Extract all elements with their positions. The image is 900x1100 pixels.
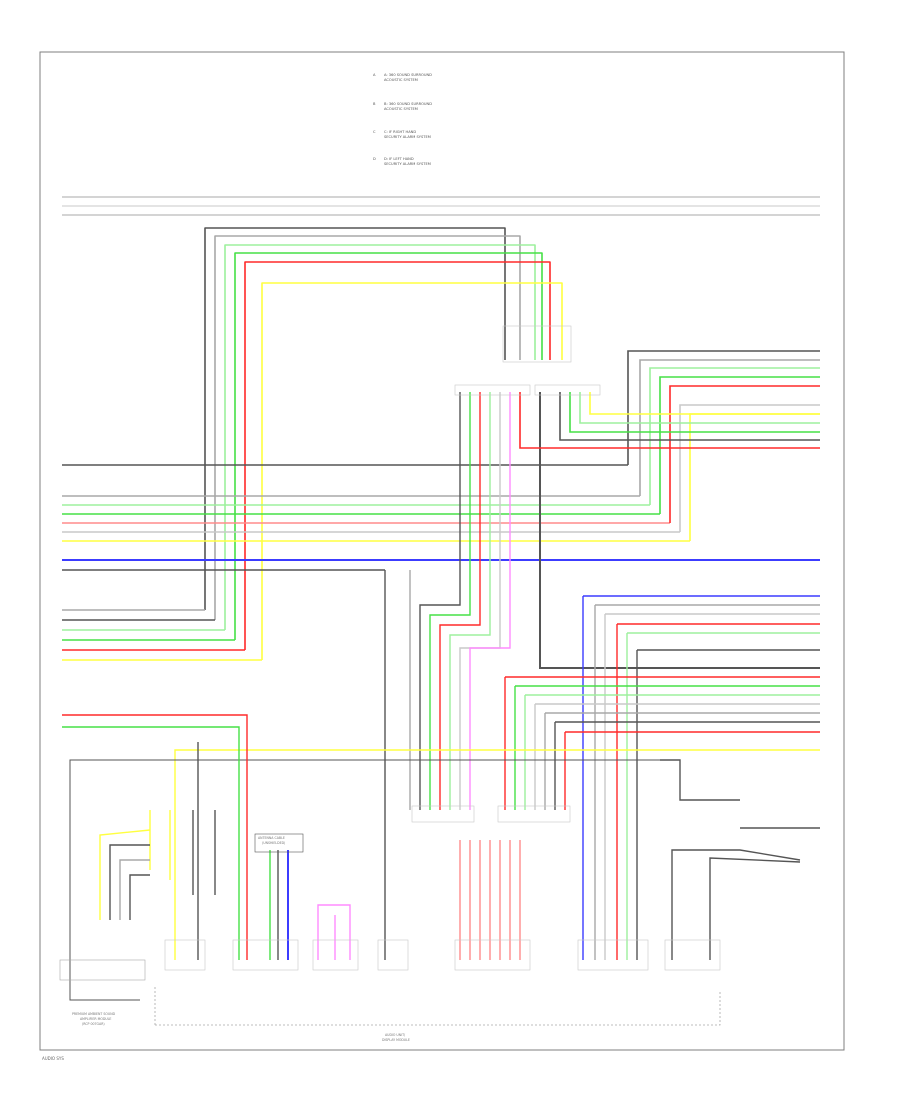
right-lower-connector-wires xyxy=(69,595,820,1001)
top-bus-wires xyxy=(62,196,820,216)
wire-yellow-1 xyxy=(261,282,563,660)
wire-red-1 xyxy=(244,261,551,650)
legend-a-line2: ACOUSTIC SYSTEM xyxy=(384,78,418,82)
legend-a-line1: A: 360 SOUND SURROUND xyxy=(384,73,432,77)
legend-block: A A: 360 SOUND SURROUND ACOUSTIC SYSTEM … xyxy=(373,73,432,166)
audio-unit-label: AUDIO UNIT/ xyxy=(385,1033,406,1037)
center-drop-wires xyxy=(409,392,511,810)
wire-green-2 xyxy=(234,252,543,640)
antenna-label-2: (UNSHIELDED) xyxy=(262,841,285,845)
antenna-label: ANTENNA CABLE xyxy=(258,836,285,840)
module-outline xyxy=(154,985,721,1026)
page-id-label: AUDIO SYS xyxy=(42,1056,64,1061)
diagram-frame xyxy=(39,51,845,1051)
legend-c-line2: SECURITY ALARM SYSTEM xyxy=(384,135,431,139)
left-horizontal-wires xyxy=(62,464,820,960)
legend-key-a: A xyxy=(373,73,376,77)
legend-b-line1: B: 360 SOUND SURROUND xyxy=(384,102,432,106)
amplifier-module-label-2: AMPLIFIER MODULE xyxy=(80,1017,111,1021)
right-upper-connector-wires xyxy=(519,350,820,669)
wire-harness-upper xyxy=(204,227,563,660)
legend-d-line2: SECURITY ALARM SYSTEM xyxy=(384,162,431,166)
callout-labels: ANTENNA CABLE (UNSHIELDED) PREMIUM AMBIE… xyxy=(42,836,410,1061)
audio-unit-label-2: DISPLAY MODULE xyxy=(382,1038,410,1042)
bottom-left-wires xyxy=(62,714,521,960)
legend-key-d: D xyxy=(373,157,376,161)
wire-black-1 xyxy=(204,227,506,610)
legend-key-b: B xyxy=(373,102,376,106)
wire-green-1 xyxy=(224,244,536,630)
legend-c-line1: C: IF RIGHT HAND xyxy=(384,130,416,134)
terminal-strips xyxy=(59,325,721,981)
legend-key-c: C xyxy=(373,130,376,134)
legend-d-line1: D: IF LEFT HAND xyxy=(384,157,414,161)
amplifier-module-label-3: (RCP 007GAR) xyxy=(82,1022,105,1026)
legend-b-line2: ACOUSTIC SYSTEM xyxy=(384,107,418,111)
amplifier-module-label: PREMIUM AMBIENT SOUND xyxy=(72,1012,116,1016)
wire-gray-1 xyxy=(214,235,521,620)
